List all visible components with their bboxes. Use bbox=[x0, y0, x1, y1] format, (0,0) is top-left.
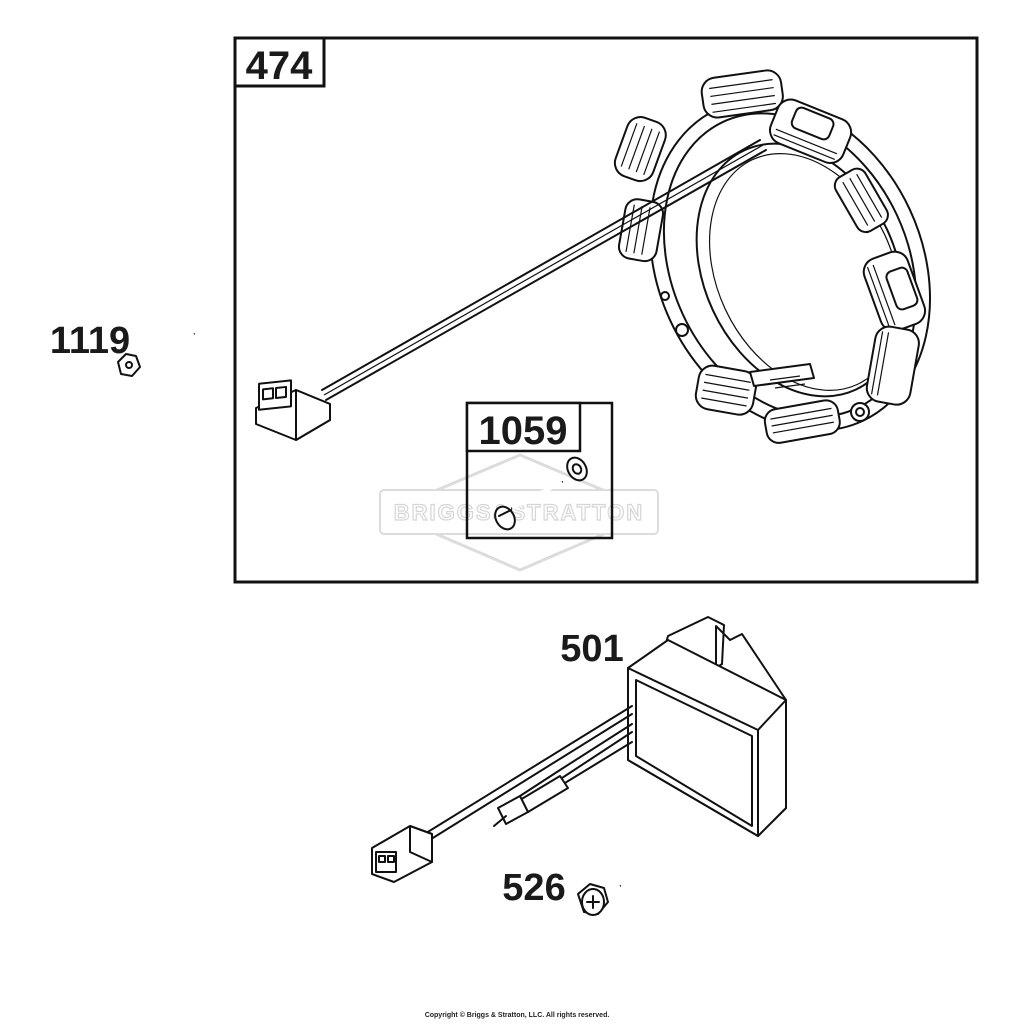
bolt-1119[interactable] bbox=[117, 331, 196, 377]
stator-connector[interactable] bbox=[255, 379, 331, 441]
callout-1119[interactable]: 1119 bbox=[50, 320, 130, 362]
part-526: 526 bbox=[502, 867, 565, 909]
stator-coils bbox=[613, 69, 927, 444]
alternator-stator[interactable] bbox=[598, 53, 983, 476]
copyright-notice: Copyright © Briggs & Stratton, LLC. All … bbox=[424, 1012, 610, 1019]
part-1119: 1119 bbox=[50, 320, 130, 362]
group-1059: 1059 bbox=[465, 401, 614, 540]
callout-1059[interactable]: 1059 bbox=[479, 409, 568, 453]
callout-474[interactable]: 474 bbox=[246, 44, 313, 88]
voltage-regulator[interactable] bbox=[371, 616, 787, 883]
stator-lead-wire bbox=[321, 139, 767, 401]
screw-526[interactable] bbox=[577, 883, 621, 916]
stator-washer[interactable] bbox=[563, 454, 591, 484]
stator-screw[interactable] bbox=[491, 480, 563, 533]
callout-526[interactable]: 526 bbox=[502, 867, 565, 909]
callout-501[interactable]: 501 bbox=[560, 628, 623, 670]
watermark-logo: BRIGGS&STRATTON bbox=[379, 453, 659, 572]
part-501: 501 bbox=[560, 628, 623, 670]
group-474: 474 bbox=[233, 36, 979, 584]
